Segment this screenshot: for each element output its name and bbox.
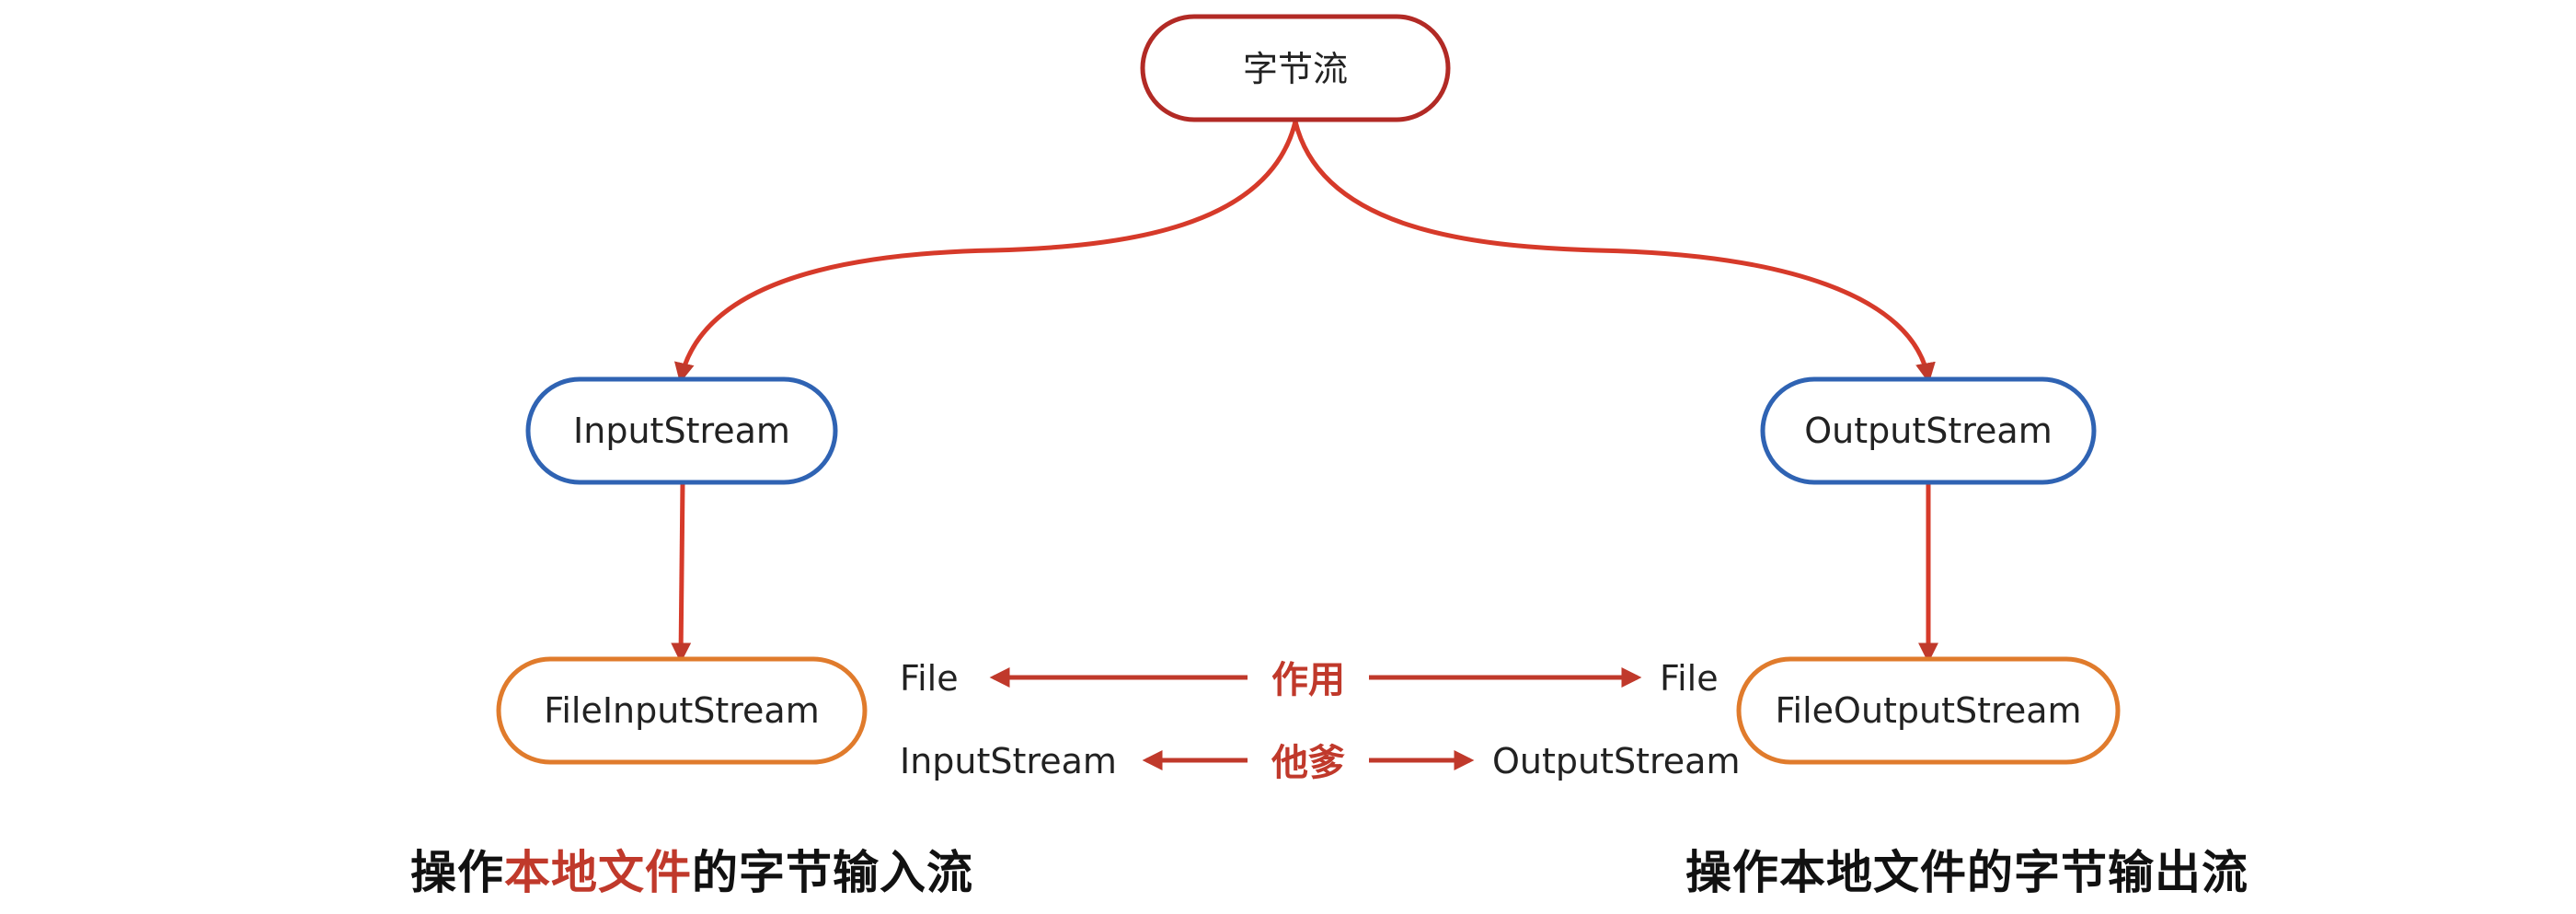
relation-row2-middle: 他爹: [1271, 742, 1345, 784]
relation-row1-middle: 作用: [1271, 659, 1345, 701]
relation-row2-left: InputStream: [900, 741, 1117, 781]
node-inputstream: InputStream: [525, 376, 838, 485]
caption-left-suffix: 的字节输入流: [692, 846, 973, 899]
node-outputstream-label: OutputStream: [1804, 411, 2053, 451]
connector-inputstream-to-fileinputstream: [671, 481, 692, 664]
connector-root-to-inputstream: [674, 121, 1298, 384]
node-fileoutputstream: FileOutputStream: [1736, 656, 2121, 765]
node-root-label: 字节流: [1243, 49, 1348, 89]
caption-right: 操作本地文件的字节输出流: [1685, 846, 2248, 899]
connector-root-to-outputstream: [1293, 121, 1936, 384]
caption-left-prefix: 操作: [410, 846, 504, 899]
node-inputstream-label: InputStream: [573, 411, 790, 451]
caption-left: 操作本地文件的字节输入流: [410, 836, 973, 902]
relation-row1-right: File: [1660, 658, 1719, 699]
node-fileinputstream-label: FileInputStream: [544, 690, 819, 731]
relation-row1-left: File: [900, 658, 959, 699]
relation-row2-right: OutputStream: [1492, 741, 1741, 781]
caption-left-highlight: 本地文件: [504, 846, 692, 899]
node-fileinputstream: FileInputStream: [496, 656, 868, 765]
node-fileoutputstream-label: FileOutputStream: [1775, 690, 2081, 731]
node-outputstream: OutputStream: [1760, 376, 2097, 485]
node-root: 字节流: [1140, 14, 1451, 122]
